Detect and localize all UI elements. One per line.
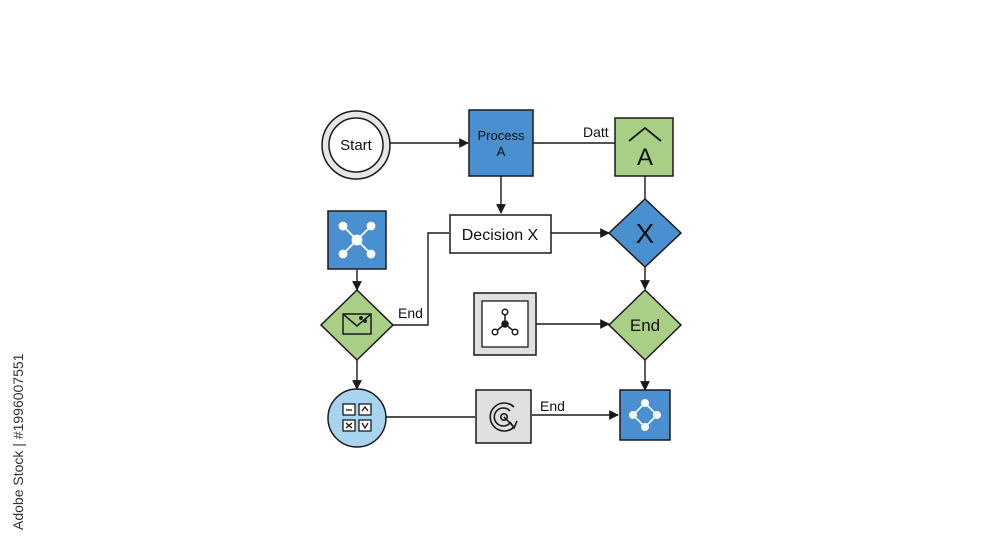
x-diamond-node: X: [607, 197, 683, 269]
start-node: Start: [321, 110, 391, 180]
process-a-label-line: Process: [478, 128, 525, 143]
hub-nodes-icon: [491, 308, 519, 336]
calculator-keys-icon: [342, 403, 372, 432]
end-diamond-label: End: [630, 316, 660, 335]
a-box-label: A: [637, 144, 653, 171]
envelope-icon: [342, 313, 372, 335]
loop-box-node: [619, 389, 671, 441]
roof-icon: [628, 126, 662, 142]
process-a-label-line: A: [497, 144, 506, 159]
edge-label-end-left: End: [398, 305, 423, 321]
decision-x-label: Decision X: [462, 227, 539, 244]
edge-label-end-bottom: End: [540, 398, 565, 414]
hub-box-node: [473, 292, 537, 356]
connectors: [352, 138, 650, 420]
network-box-node: [327, 210, 387, 270]
refresh-box-node: [475, 389, 532, 444]
envelope-diamond-node: [319, 288, 395, 362]
decision-x-node: Decision X: [449, 214, 552, 254]
watermark-text: Adobe Stock | #1996007551: [10, 353, 26, 530]
edge-label-datt: Datt: [583, 124, 609, 140]
loop-nodes-icon: [628, 398, 661, 431]
x-diamond-label: X: [636, 218, 655, 249]
a-box-node: A: [614, 117, 674, 177]
edge-envelope-diamond-to-decision-x: [393, 232, 449, 326]
watermark: Adobe Stock | #1996007551: [6, 300, 30, 530]
network-hub-icon: [338, 221, 376, 259]
start-label: Start: [340, 137, 373, 154]
refresh-c-icon: [489, 402, 518, 432]
calculator-node: [327, 388, 387, 448]
end-diamond-node: End: [607, 288, 683, 362]
